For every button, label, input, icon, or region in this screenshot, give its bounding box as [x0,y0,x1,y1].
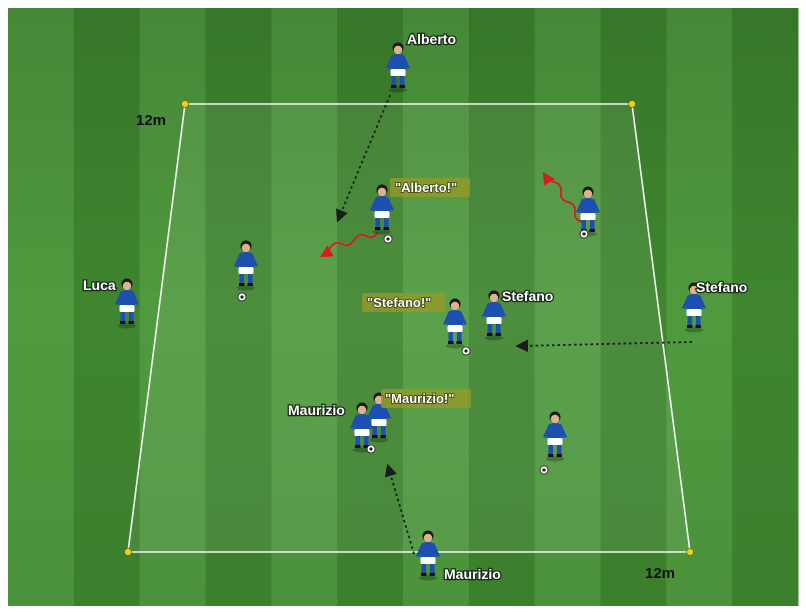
label-stefano-outside: Stefano [696,279,747,295]
label-stefano-inside: Stefano [502,288,553,304]
label-luca: Luca [83,277,116,293]
call-maurizio: "Maurizio!" [385,391,454,406]
playing-area [125,101,694,556]
dimension-label-top: 12m [136,112,166,129]
corner-cone [182,101,189,108]
dimension-label-bottom: 12m [645,565,675,582]
label-maurizio-outside: Maurizio [444,566,501,582]
corner-cone [629,101,636,108]
call-alberto: "Alberto!" [395,180,457,195]
corner-cone [125,549,132,556]
label-alberto: Alberto [407,31,456,47]
label-maurizio-inside: Maurizio [288,402,345,418]
corner-cone [687,549,694,556]
call-stefano: "Stefano!" [367,295,431,310]
